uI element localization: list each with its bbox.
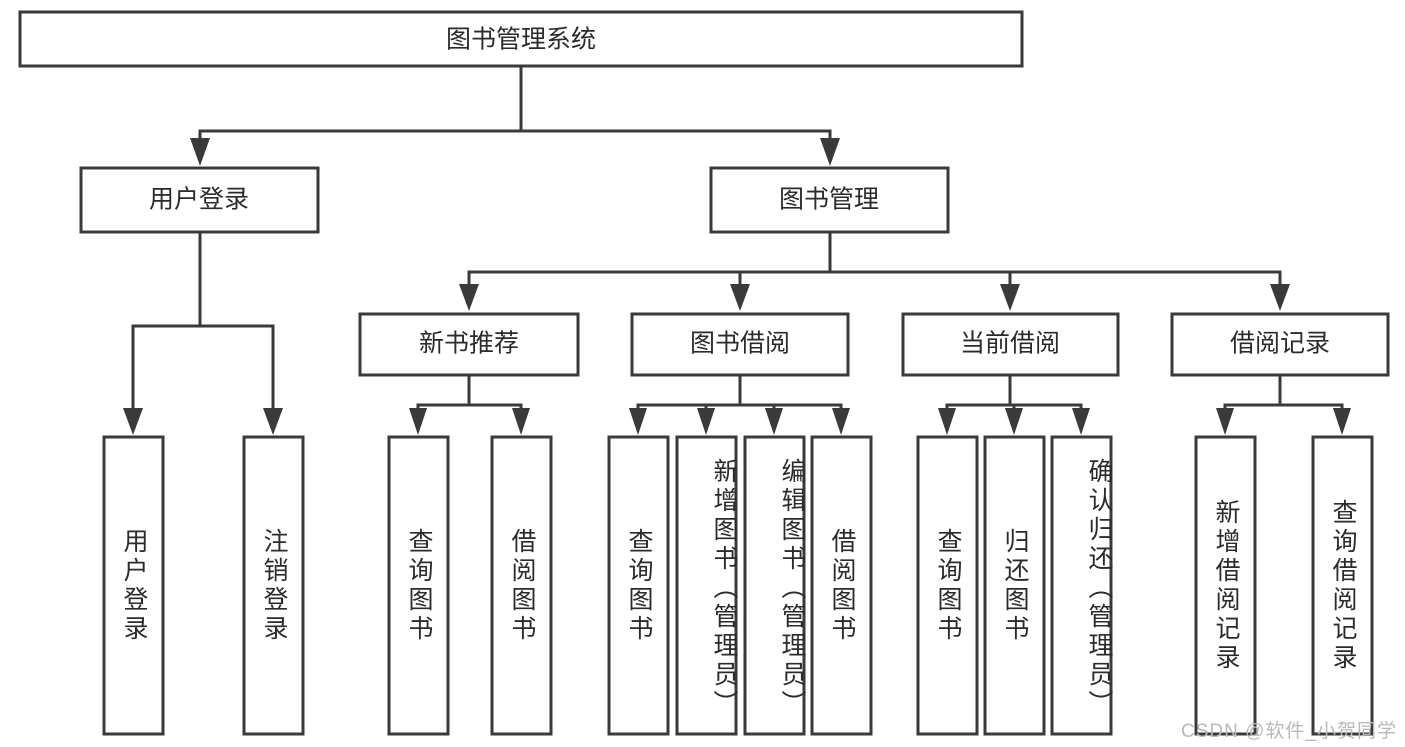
arrowhead-rec-leaf2 (1333, 408, 1351, 435)
node-borrow-records-label: 借阅记录 (1230, 330, 1330, 358)
leaf-box-query-record[interactable] (1311, 435, 1374, 736)
arrowhead-nb-leaf2 (512, 408, 530, 435)
node-current-borrow-box[interactable] (901, 312, 1120, 377)
node-user-login[interactable]: 用户登录 (79, 166, 320, 234)
arrowhead-current (1000, 284, 1020, 311)
arrowhead-cur-leaf1 (938, 408, 956, 435)
node-book-management[interactable]: 图书管理 (709, 166, 950, 234)
node-root[interactable]: 图书管理系统 (18, 10, 1024, 68)
connector-group (123, 64, 1351, 435)
node-current-borrow[interactable]: 当前借阅 (901, 312, 1120, 377)
arrowhead-login (190, 138, 210, 166)
node-new-book-recommend-label: 新书推荐 (419, 330, 519, 358)
node-book-borrow[interactable]: 图书借阅 (630, 312, 850, 377)
arrowhead-rec-leaf1 (1216, 408, 1234, 435)
arrowhead-bl-leaf1 (629, 408, 647, 435)
arrowhead-bl-leaf3 (765, 408, 783, 435)
node-book-borrow-box[interactable] (630, 312, 850, 377)
leaf-box-borrow-book-nb[interactable] (490, 435, 553, 736)
arrowhead-leaf-user-login (123, 408, 143, 435)
node-root-box[interactable] (18, 10, 1024, 68)
arrowhead-cur-leaf2 (1005, 408, 1023, 435)
arrowhead-records (1270, 284, 1290, 311)
leaf-box-borrow-book-bl[interactable] (810, 435, 873, 736)
arrowhead-bl-leaf4 (832, 408, 850, 435)
leaf-box-edit-book-admin[interactable] (743, 435, 806, 736)
arrowhead-bookmgmt (820, 138, 840, 166)
arrowhead-cur-leaf3 (1072, 408, 1090, 435)
csdn-watermark: CSDN @软件_小贺同学 (1181, 721, 1397, 742)
arrowhead-newbook (459, 284, 479, 311)
node-book-management-box[interactable] (709, 166, 950, 234)
node-current-borrow-label: 当前借阅 (960, 330, 1060, 358)
node-user-login-box[interactable] (79, 166, 320, 234)
leaf-box-return-book[interactable] (983, 435, 1046, 736)
node-user-login-label: 用户登录 (149, 186, 249, 214)
arrowhead-borrow (730, 284, 750, 311)
arrowhead-leaf-logout (263, 408, 283, 435)
arrowhead-nb-leaf1 (409, 408, 427, 435)
leaf-box-query-book-nb[interactable] (387, 435, 450, 736)
node-new-book-recommend-box[interactable] (358, 312, 580, 377)
node-borrow-records-box[interactable] (1170, 312, 1390, 377)
leaf-box-add-record[interactable] (1194, 435, 1257, 736)
leaf-box-query-book-cur[interactable] (916, 435, 979, 736)
node-borrow-records[interactable]: 借阅记录 (1170, 312, 1390, 377)
node-root-label: 图书管理系统 (446, 26, 596, 54)
leaf-box-user-login[interactable] (102, 435, 165, 736)
arrowhead-bl-leaf2 (697, 408, 715, 435)
node-book-management-label: 图书管理 (779, 186, 879, 214)
leaf-box-query-book-bl[interactable] (607, 435, 670, 736)
leaf-box-logout[interactable] (242, 435, 305, 736)
leaf-box-confirm-return-admin[interactable] (1050, 435, 1113, 736)
node-book-borrow-label: 图书借阅 (690, 330, 790, 358)
node-new-book-recommend[interactable]: 新书推荐 (358, 312, 580, 377)
leaf-box-add-book-admin[interactable] (675, 435, 738, 736)
